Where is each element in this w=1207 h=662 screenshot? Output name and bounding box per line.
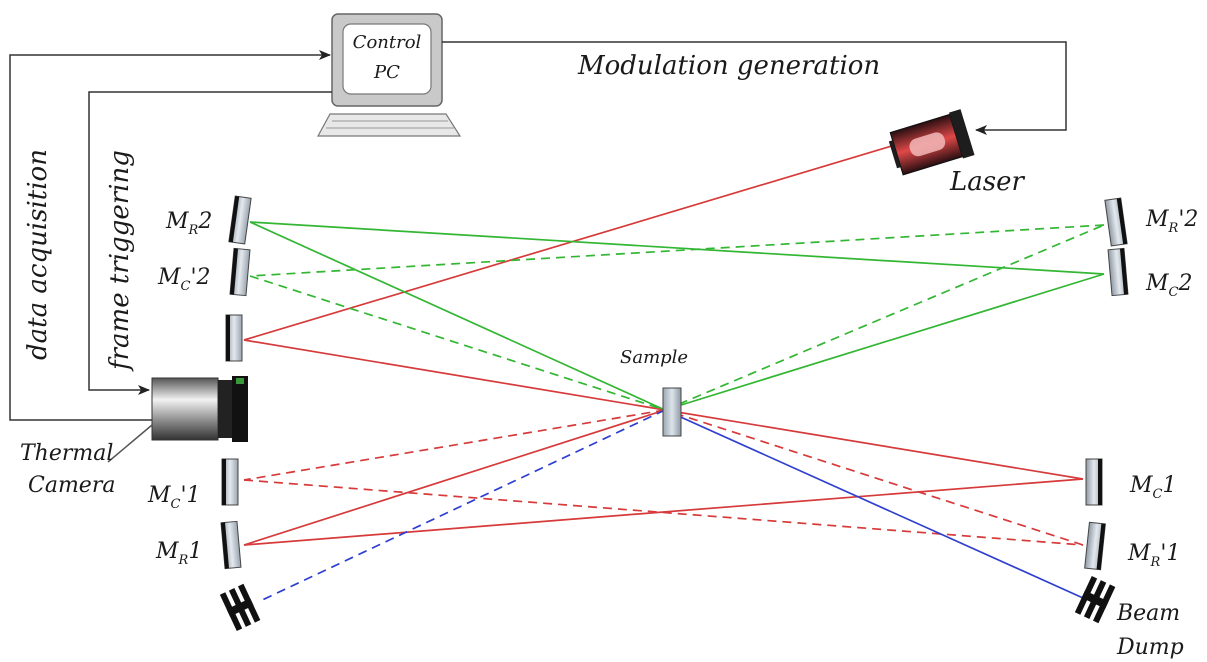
mirror-label-mr-prime2: MR'2 xyxy=(1145,207,1198,236)
laser xyxy=(888,109,975,176)
green-dashed-mcprime2-to-sample xyxy=(249,275,666,411)
mirror-mc-prime1 xyxy=(221,458,239,506)
red-beam-mr1-to-sample xyxy=(243,409,666,546)
mirror-entry xyxy=(225,314,243,362)
mirror-label-mr-prime1: MR'1 xyxy=(1127,541,1180,570)
sample xyxy=(662,387,682,437)
mirror-mr-prime2 xyxy=(1104,197,1128,247)
laser-label: Laser xyxy=(949,167,1025,197)
green-beam-mc2-to-sample xyxy=(664,273,1105,411)
modulation-generation-label: Modulation generation xyxy=(577,51,880,81)
beam-dump-label-line1: Beam xyxy=(1116,601,1180,626)
red-beam-mirror-to-sample xyxy=(243,339,666,411)
thermal-camera xyxy=(107,376,248,463)
green-beam-mr2-to-mc2 xyxy=(249,221,1105,275)
thermal-camera-label-line2: Camera xyxy=(28,473,115,498)
green-dashed-mrprime2-to-mcprime2 xyxy=(249,224,1105,277)
green-beam-sample-to-mr2 xyxy=(249,221,666,411)
red-beam-sample-to-mc1 xyxy=(664,409,1084,480)
mirror-mr-prime1 xyxy=(1084,521,1106,571)
red-dashed-sample-to-mcprime1 xyxy=(243,409,666,481)
mirror-label-mc-prime1: MC'1 xyxy=(147,483,201,512)
control-pc-label-line2: PC xyxy=(373,62,400,83)
data-acquisition-label: data acquisition xyxy=(23,149,53,360)
beam-dump-left xyxy=(219,583,261,632)
frame-triggering-wire xyxy=(88,91,332,395)
data-acquisition-wire xyxy=(9,50,331,421)
beam-dump-right xyxy=(1074,575,1116,624)
green-dashed-sample-to-mrprime2 xyxy=(664,224,1105,411)
frame-triggering-label: frame triggering xyxy=(105,150,135,372)
signal-wires xyxy=(9,41,1067,421)
blue-beam-to-beam-dump xyxy=(664,409,1084,599)
thermal-camera-label-line1: Thermal xyxy=(20,441,113,466)
modulation-wire xyxy=(442,41,1067,135)
mirror-label-mc-prime2: MC'2 xyxy=(157,265,211,294)
mirror-mc2 xyxy=(1107,247,1129,297)
mirror-mr1 xyxy=(220,520,242,570)
beam-dump-label-line2: Dump xyxy=(1116,635,1184,660)
sample-label: Sample xyxy=(620,347,688,368)
control-pc: Control PC xyxy=(316,13,462,137)
mirror-label-mc2: MC2 xyxy=(1145,271,1192,300)
red-dashed-mcprime1-to-mrprime1 xyxy=(243,479,1084,546)
mirror-label-mr2: MR2 xyxy=(165,209,212,238)
mirror-mc1 xyxy=(1085,458,1103,506)
mirror-label-mr1: MR1 xyxy=(155,539,202,568)
laser-beams xyxy=(243,141,1105,603)
blue-dashed-beam-to-dump xyxy=(257,409,666,603)
mirror-label-mc1: MC1 xyxy=(1129,473,1176,502)
mirror-mr2 xyxy=(228,195,252,245)
mirror-mc-prime2 xyxy=(229,247,251,297)
control-pc-label-line1: Control xyxy=(353,32,422,53)
red-dashed-mrprime1-to-sample xyxy=(664,409,1084,546)
